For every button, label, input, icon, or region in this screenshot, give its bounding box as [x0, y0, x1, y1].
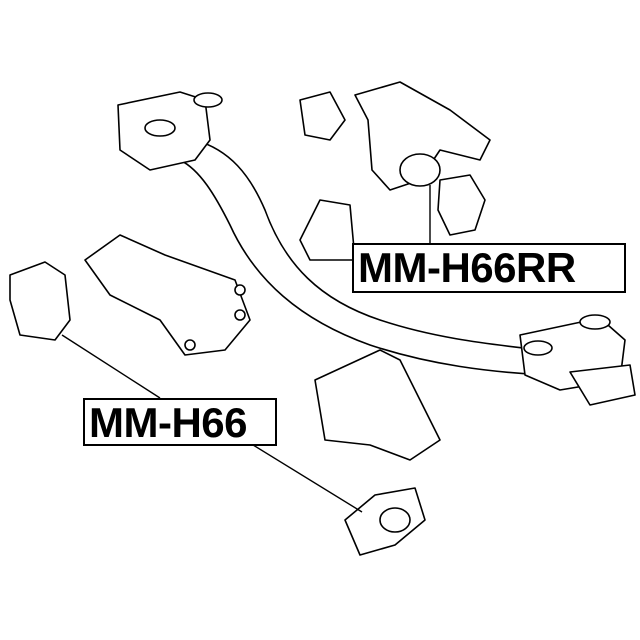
crossmember — [117, 91, 636, 406]
left-bracket — [9, 234, 251, 356]
part-label-mm-h66: MM-H66 — [83, 398, 277, 446]
leader-lines — [61, 185, 431, 513]
lower-bracket — [314, 349, 441, 556]
upper-mount-parts — [299, 81, 491, 236]
part-label-mm-h66rr: MM-H66RR — [352, 243, 626, 293]
